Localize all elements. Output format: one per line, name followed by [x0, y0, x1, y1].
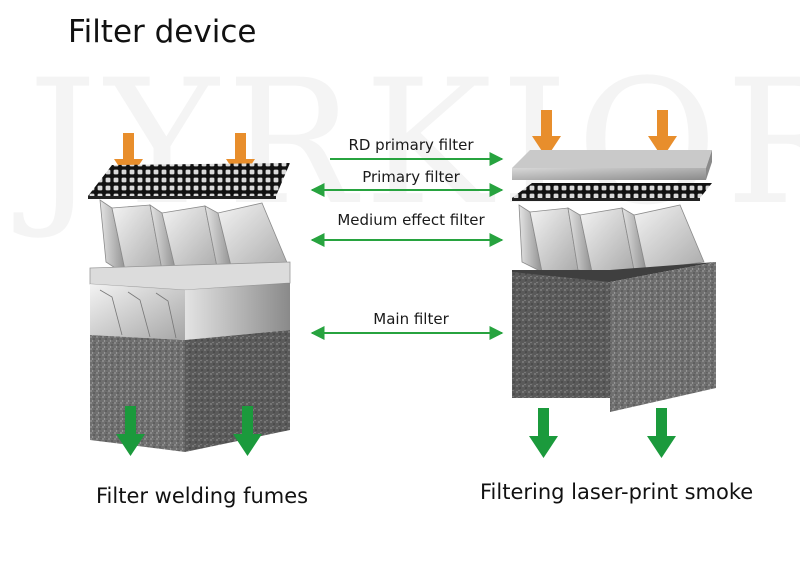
label-rd-primary-filter: RD primary filter: [348, 136, 474, 154]
left-mesh-filter: [88, 163, 290, 199]
right-pleated-filter: [518, 204, 705, 273]
right-inflow-arrows: [532, 110, 677, 158]
right-outflow-arrows: [529, 408, 676, 458]
page-title: Filter device: [68, 14, 257, 50]
label-primary-filter: Primary filter: [362, 168, 460, 186]
left-pleated-filter: [99, 199, 289, 276]
caption-laser-print-smoke: Filtering laser-print smoke: [480, 480, 754, 504]
label-medium-effect-filter: Medium effect filter: [337, 211, 485, 229]
right-mesh-filter: [512, 183, 712, 201]
right-rd-primary-slab: [512, 150, 712, 180]
left-main-filter: [89, 261, 291, 452]
left-outflow-arrows: [116, 406, 262, 456]
label-main-filter: Main filter: [373, 310, 449, 328]
caption-welding-fumes: Filter welding fumes: [96, 484, 309, 508]
right-main-filter: [512, 262, 716, 412]
